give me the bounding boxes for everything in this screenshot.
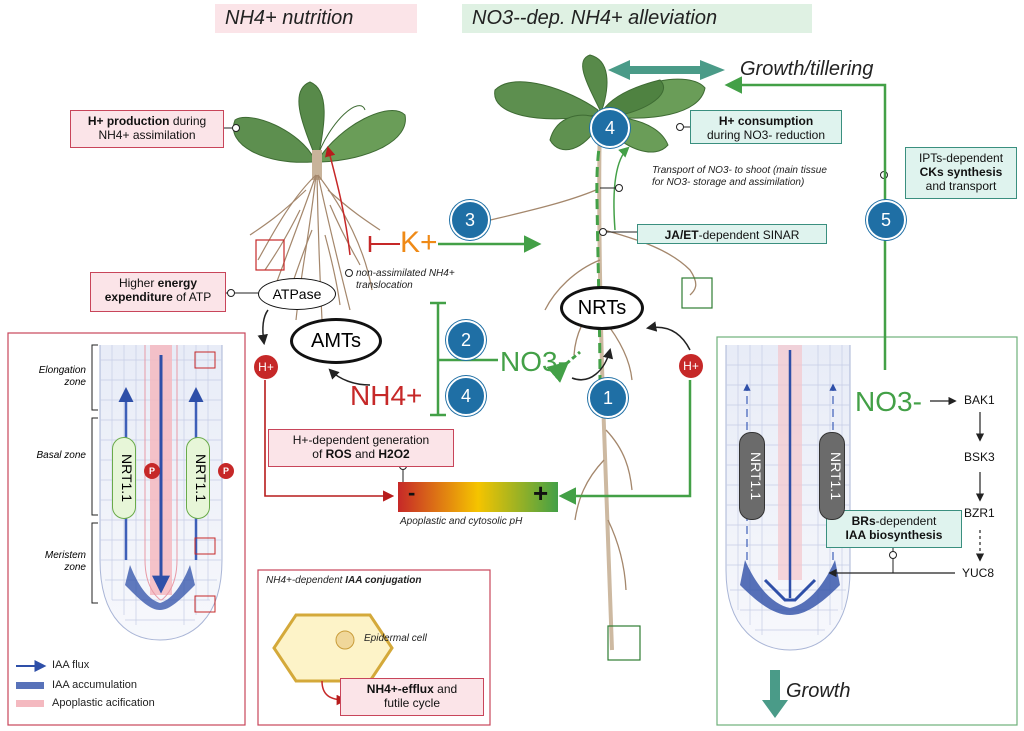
nrt11-left-2: NRT1.1 <box>186 437 210 519</box>
elongation-zone-label: Elongation zone <box>38 365 86 388</box>
nh4-efflux-box: NH4+-efflux and futile cycle <box>340 678 484 716</box>
brs-iaa-box: BRs-dependent IAA biosynthesis <box>826 510 962 548</box>
no3-right-label: NO3- <box>855 386 922 417</box>
k-label: K+ <box>400 226 438 259</box>
atpase-oval: ATPase <box>258 278 336 310</box>
amts-oval: AMTs <box>290 318 382 364</box>
right-root-drawing <box>725 345 985 718</box>
step-2-badge: 2 <box>446 320 486 360</box>
bzr1-label: BZR1 <box>964 506 995 520</box>
nh4-label: NH4+ <box>350 380 423 411</box>
no3-middle-label: NO3- <box>500 346 567 377</box>
ph-gradient-bar <box>398 482 558 512</box>
legend-iaa-flux: IAA flux <box>52 659 90 671</box>
phosphate-badge-2: P <box>218 463 234 479</box>
energy-expenditure-box: Higher energy expenditure of ATP <box>90 272 226 312</box>
step-1-badge: 1 <box>588 378 628 418</box>
step-5-badge: 5 <box>866 200 906 240</box>
header-nh4-nutrition: NH4+ nutrition <box>215 4 417 33</box>
nrts-oval: NRTs <box>560 286 644 330</box>
step-3-badge: 3 <box>450 200 490 240</box>
nrt11-left-1: NRT1.1 <box>112 437 136 519</box>
ph-plus: + <box>533 478 549 508</box>
growth-tillering-arrow <box>608 60 725 80</box>
growth-tillering-label: Growth/tillering <box>740 58 874 80</box>
meristem-zone-label: Meristem zone <box>44 550 86 573</box>
left-plant <box>232 81 406 321</box>
phosphate-badge-1: P <box>144 463 160 479</box>
h-ion-left: H+ <box>254 355 278 379</box>
yuc8-label: YUC8 <box>962 566 995 580</box>
bak1-label: BAK1 <box>964 393 995 407</box>
bsk3-label: BSK3 <box>964 450 995 464</box>
step-4-badge-plant: 4 <box>590 108 630 148</box>
transport-no3-note: Transport of NO3- to shoot (main tissue … <box>652 165 827 188</box>
left-root-drawing <box>16 344 223 707</box>
connectors <box>224 76 888 505</box>
step-4-badge-left: 4 <box>446 376 486 416</box>
nrt11-right-1: NRT1.1 <box>739 432 765 520</box>
h-ion-right: H+ <box>679 354 703 378</box>
legend-iaa-accumulation: IAA accumulation <box>52 679 137 691</box>
nrt11-right-2: NRT1.1 <box>819 432 845 520</box>
growth-label: Growth <box>786 680 851 702</box>
ph-note: Apoplastic and cytosolic pH <box>400 516 523 527</box>
iaa-conjugation-note: NH4+-dependent IAA conjugation <box>266 575 422 586</box>
ph-minus: - <box>408 480 416 505</box>
non-assimilated-note: non-assimilated NH4+ translocation <box>356 268 455 291</box>
legend-apoplastic-acidification: Apoplastic acification <box>52 697 155 709</box>
header-no3-alleviation: NO3--dep. NH4+ alleviation <box>462 4 812 33</box>
basal-zone-label: Basal zone <box>36 450 86 461</box>
epidermal-cell-note: Epidermal cell <box>364 633 427 644</box>
h-production-box: H+ production during NH4+ assimilation <box>70 110 224 148</box>
jaet-sinar-box: JA/ET-dependent SINAR <box>637 224 827 244</box>
ros-generation-box: H+-dependent generation of ROS and H2O2 <box>268 429 454 467</box>
